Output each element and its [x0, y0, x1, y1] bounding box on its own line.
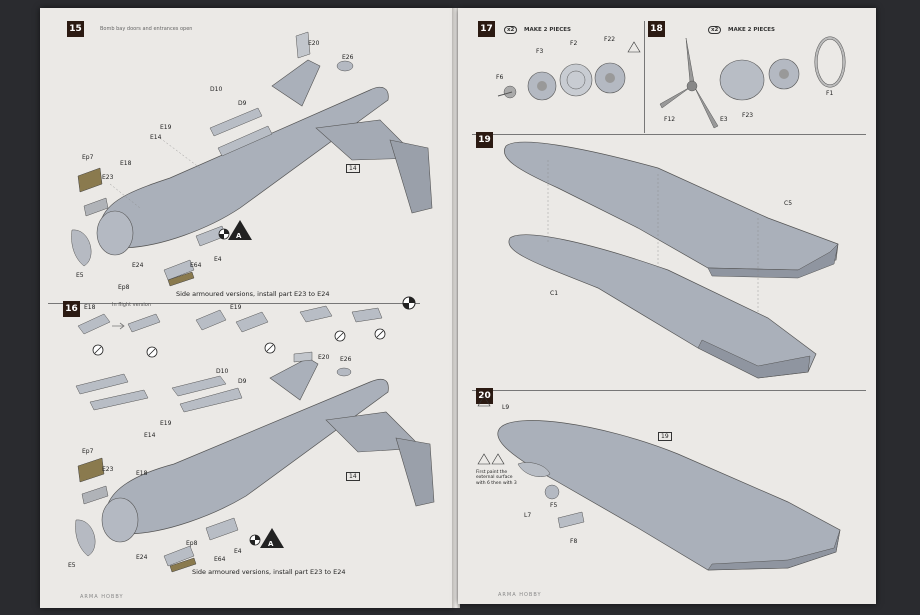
part-label: E19 [230, 304, 242, 311]
part-label: E23 [102, 466, 114, 473]
part-label: E24 [136, 554, 148, 561]
step-19-wing-drawing [504, 141, 839, 379]
part-label: Ep7 [82, 448, 94, 455]
part-label: E5 [68, 562, 76, 569]
step-divider [472, 390, 866, 391]
left-page: 15 Bomb bay doors and entrances open A [40, 8, 454, 608]
part-label: Ep8 [118, 284, 130, 291]
part-label: E4 [234, 548, 242, 555]
step-15-fuselage-drawing [71, 31, 433, 287]
part-label: E23 [102, 174, 114, 181]
part-label: E64 [190, 262, 202, 269]
part-label: D9 [238, 100, 247, 107]
step-number-16: 16 [63, 301, 80, 317]
part-label: E19 [160, 124, 172, 131]
part-label: F23 [742, 112, 754, 119]
part-label: 14 [346, 472, 360, 481]
step-15-note: Bomb bay doors and entrances open [100, 26, 193, 32]
part-label: C5 [784, 200, 793, 207]
step-20-wing-drawing [477, 395, 841, 571]
step-16-note: In flight version [112, 302, 151, 308]
step-16-caption: Side armoured versions, install part E23… [192, 568, 346, 576]
part-label: C1 [550, 290, 559, 297]
part-label: F3 [536, 48, 544, 55]
part-label: 19 [658, 432, 672, 441]
part-label: L7 [524, 512, 532, 519]
step-number-15: 15 [67, 21, 84, 37]
part-label: F2 [570, 40, 578, 47]
step-18-propeller-drawing [659, 36, 846, 129]
part-label: F6 [496, 74, 504, 81]
part-label: E5 [76, 272, 84, 279]
step-18-title: MAKE 2 PIECES [728, 27, 775, 33]
step-15-marker: A [236, 232, 242, 240]
part-label: E14 [150, 134, 162, 141]
part-label: Ep7 [82, 154, 94, 161]
step-divider [48, 303, 420, 304]
rotation-icon [402, 296, 416, 310]
part-label: E24 [132, 262, 144, 269]
multiplier-badge: x2 [708, 26, 722, 34]
part-label: E3 [720, 116, 728, 123]
step-15-caption: Side armoured versions, install part E23… [176, 290, 330, 298]
part-label: E4 [214, 256, 222, 263]
part-label: E20 [308, 40, 320, 47]
step-20-note: First paint the external surface with 6 … [476, 470, 517, 486]
part-label: E18 [84, 304, 96, 311]
part-label: E14 [144, 432, 156, 439]
right-page: 17 x2 MAKE 2 PIECES F6 F3 F2 F22 18 x2 M… [458, 8, 876, 604]
step-number-20: 20 [476, 388, 493, 404]
part-label: E26 [342, 54, 354, 61]
part-label: F5 [550, 502, 558, 509]
part-label: F12 [664, 116, 676, 123]
part-label: Ep8 [186, 540, 198, 547]
part-label: L9 [502, 404, 510, 411]
part-label: F22 [604, 36, 616, 43]
part-label: D9 [238, 378, 247, 385]
part-label: E26 [340, 356, 352, 363]
part-label: D10 [216, 368, 229, 375]
book-spine [452, 8, 460, 608]
step-16-fuselage-drawing [75, 305, 435, 573]
step-17-title: MAKE 2 PIECES [524, 27, 571, 33]
step-17-engine-drawing [497, 41, 641, 101]
part-label: E18 [120, 160, 132, 167]
multiplier-badge: x2 [504, 26, 518, 34]
step-number-17: 17 [478, 21, 495, 37]
part-label: E64 [214, 556, 226, 563]
step-16-marker: A [268, 540, 274, 548]
part-label: E19 [160, 420, 172, 427]
part-label: E18 [136, 470, 148, 477]
part-label: D10 [210, 86, 223, 93]
part-label: F8 [570, 538, 578, 545]
step-divider [472, 134, 866, 135]
right-footer: ARMA HOBBY [498, 592, 542, 598]
part-label: F1 [826, 90, 834, 97]
left-footer: ARMA HOBBY [80, 594, 124, 600]
part-label: 14 [346, 164, 360, 173]
step-number-19: 19 [476, 132, 493, 148]
step-number-18: 18 [648, 21, 665, 37]
step-divider [644, 21, 645, 133]
part-label: E20 [318, 354, 330, 361]
